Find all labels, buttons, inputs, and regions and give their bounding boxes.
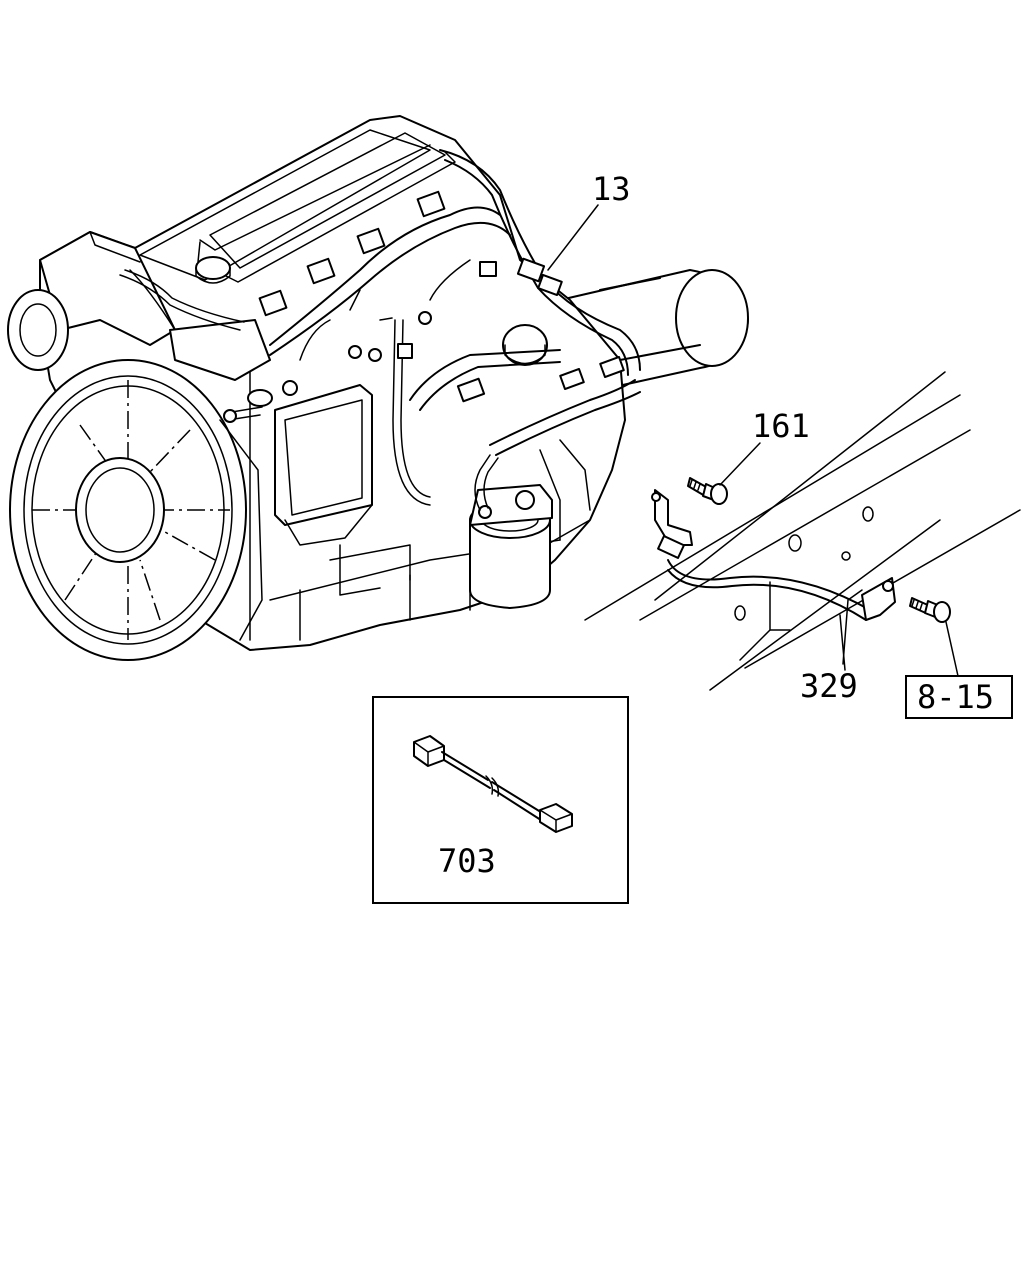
callout-13: 13 <box>592 170 631 208</box>
inset-panel: 703 <box>372 696 629 904</box>
callout-161: 161 <box>752 407 810 445</box>
extension-harness <box>413 735 573 833</box>
ground-bracket <box>651 489 896 621</box>
fuel-lines <box>119 269 499 511</box>
bolt-8-15 <box>909 597 951 623</box>
callout-329: 329 <box>800 667 858 705</box>
bolt-161 <box>687 477 728 505</box>
callout-703: 703 <box>438 842 496 880</box>
cooling-fan <box>9 359 263 661</box>
callout-reference-8-15[interactable]: 8-15 <box>917 678 994 716</box>
engine-assembly <box>7 115 749 661</box>
fuel-filter <box>469 484 553 609</box>
reference-box[interactable]: 8-15 <box>905 675 1013 719</box>
breather-cap <box>502 324 548 366</box>
injection-pump <box>274 384 373 546</box>
chassis-frame-rail <box>584 371 1021 691</box>
engine-wiring-harness <box>258 149 641 456</box>
